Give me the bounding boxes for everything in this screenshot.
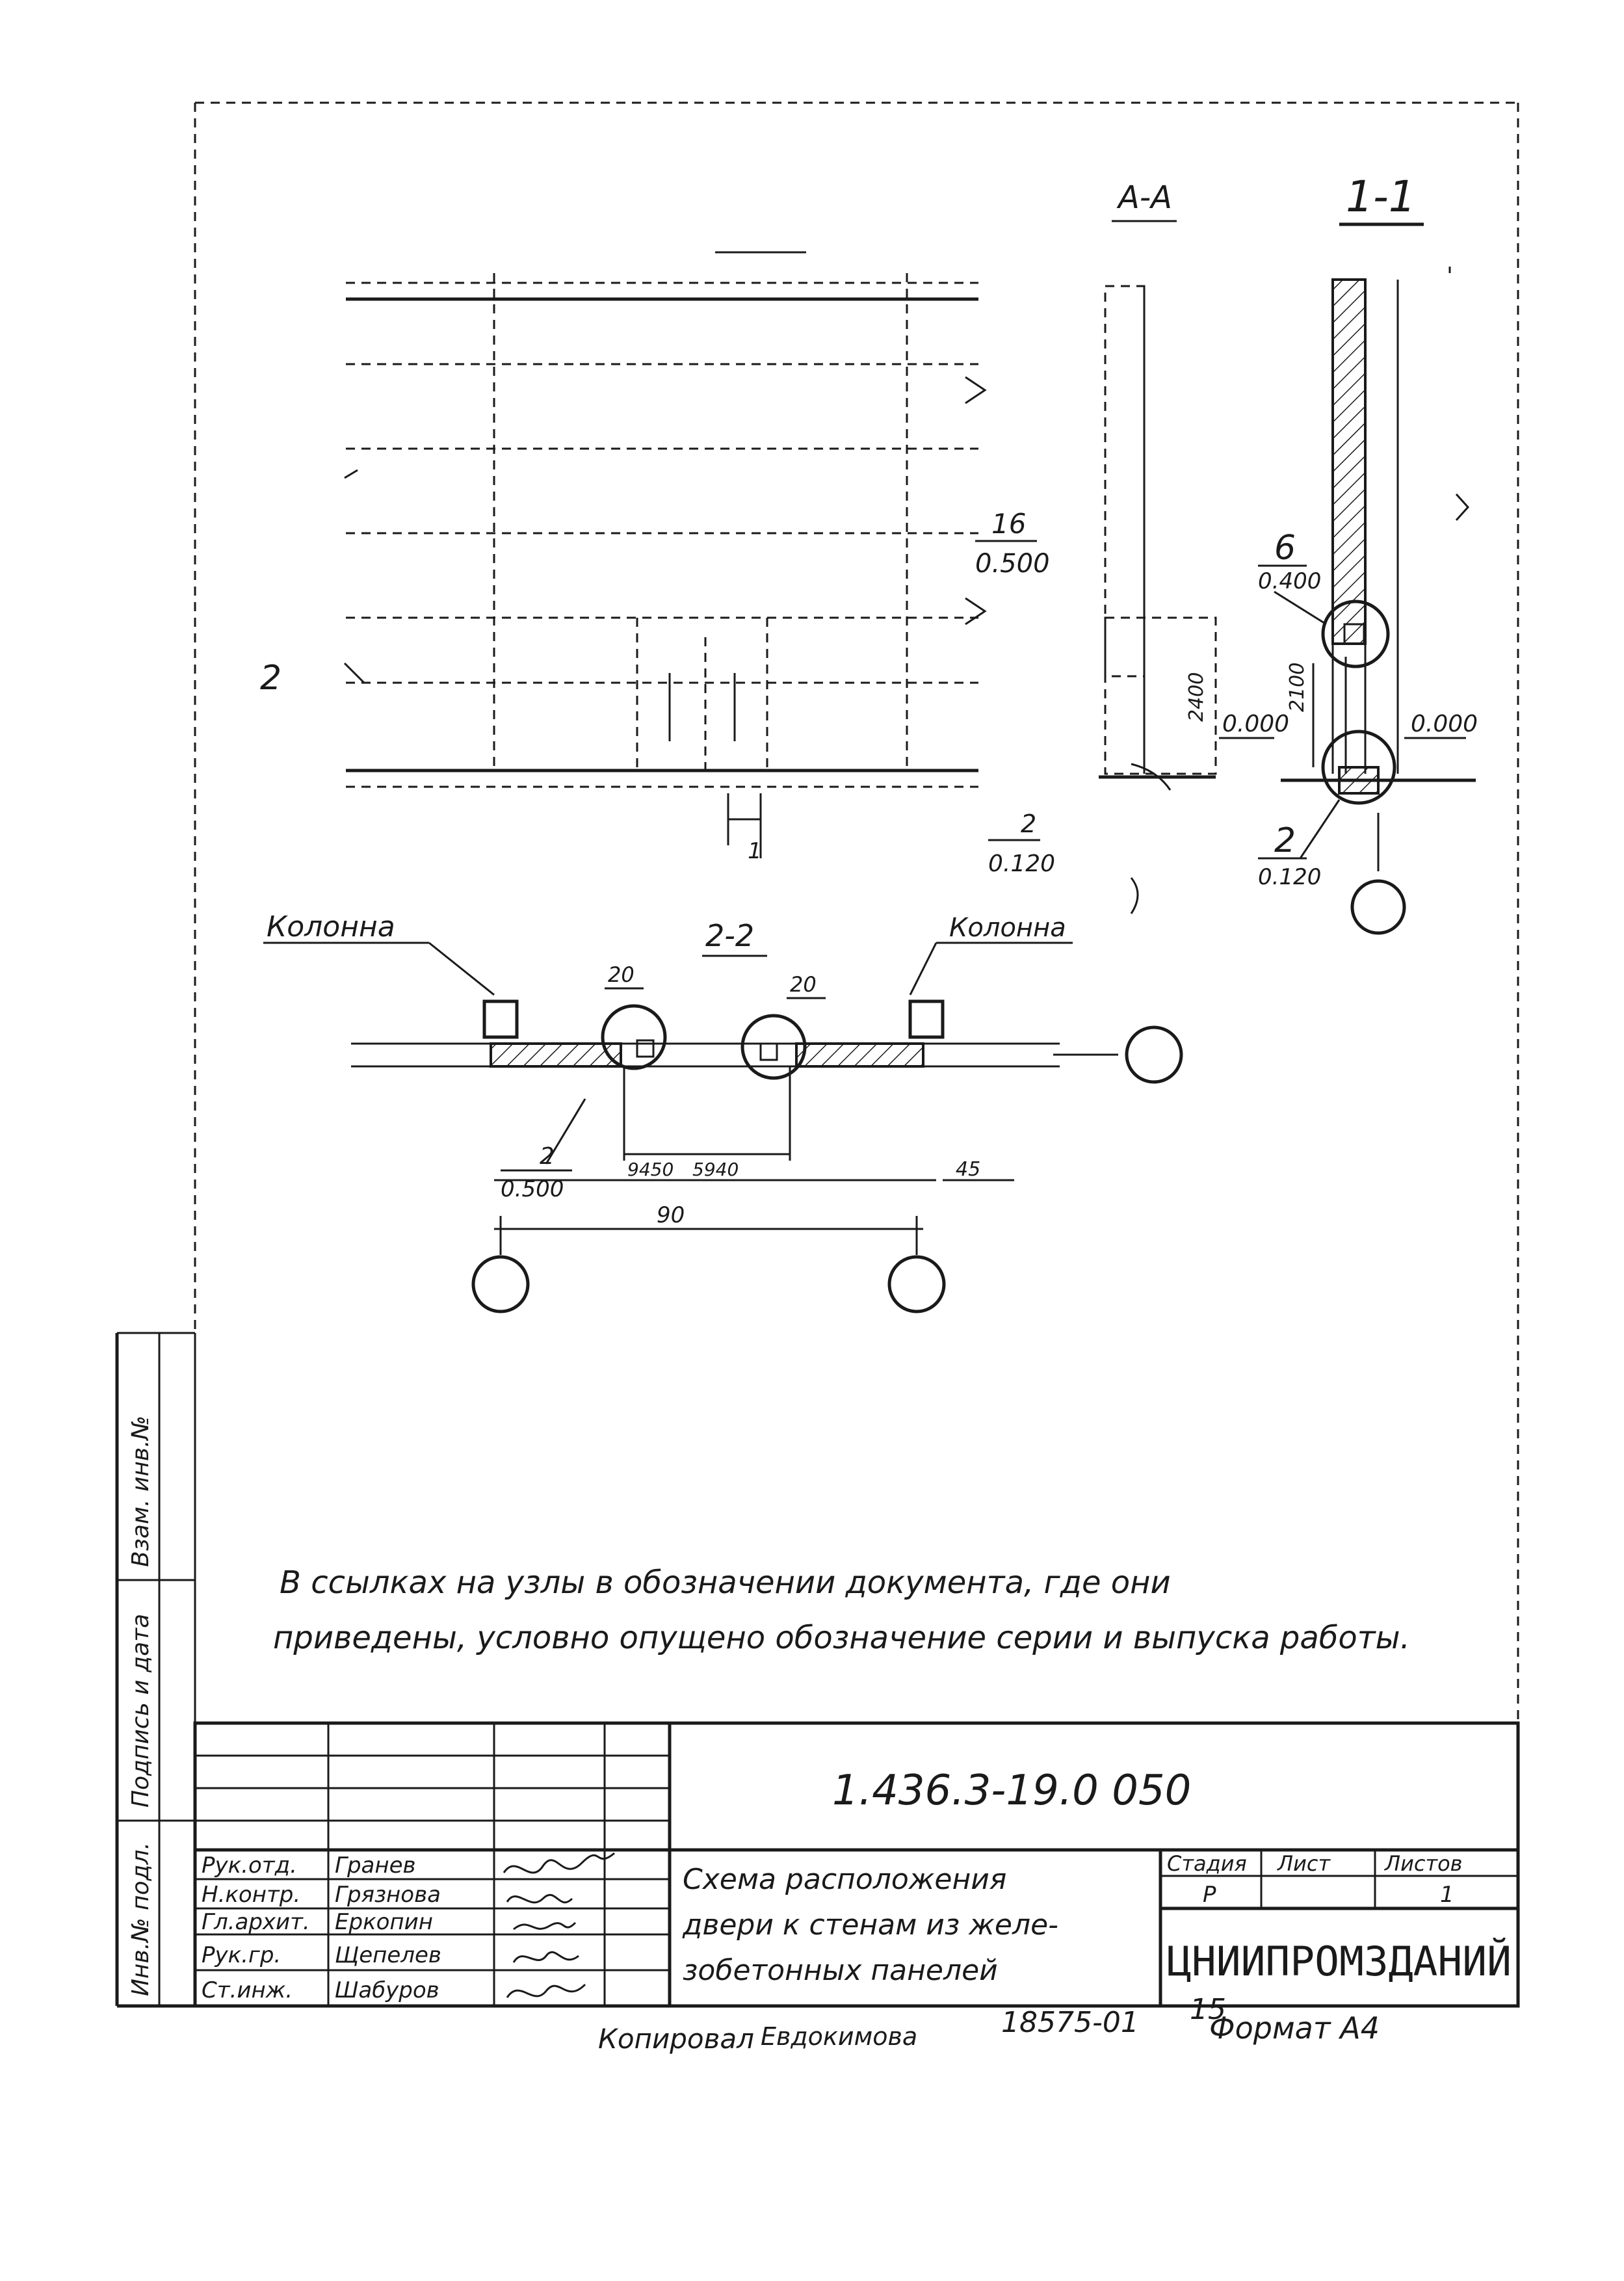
- view-a-a: А-А 2400 0.000: [1099, 179, 1289, 791]
- footer-page: 15: [1190, 1993, 1226, 2026]
- dim-2400: 2400: [1185, 672, 1208, 722]
- dim-20-left: 20: [608, 962, 635, 987]
- elevation-view: 1 2 16 0.500 2 0.120: [260, 251, 1139, 914]
- footer-number: 18575-01: [1001, 2006, 1139, 2039]
- section-1-1: 1-1 6 0.400 2100 0.000 2 0.120: [1258, 172, 1478, 935]
- signer-name-5: Шабуров: [335, 1977, 439, 2003]
- stage-value: Р: [1203, 1882, 1216, 1908]
- column-right-label: Колонна: [949, 913, 1066, 943]
- side-stamp-sign-date: Подпись и дата: [127, 1614, 154, 1808]
- document-code: 1.436.3-19.0 050: [832, 1767, 1191, 1815]
- signer-role-2: Н.контр.: [202, 1882, 300, 1908]
- dim-5940: 5940: [692, 1159, 739, 1180]
- title-block: 1.436.3-19.0 050 Схема расположения двер…: [193, 1721, 1520, 2008]
- sheet-footer: Копировал Евдокимова 18575-01 15 Формат …: [598, 1993, 1380, 2055]
- signer-name-2: Грязнова: [335, 1882, 441, 1908]
- cut-mark-label: 1: [748, 838, 762, 864]
- drawing-title-line-2: двери к стенам из желе-: [682, 1908, 1058, 1942]
- signer-role-3: Гл.архит.: [202, 1909, 310, 1935]
- signer-name-1: Гранев: [335, 1852, 416, 1879]
- header-sheets: Листов: [1384, 1851, 1463, 1876]
- sheets-value: 1: [1440, 1882, 1454, 1908]
- callout-2-right-doc: 0.120: [1258, 864, 1321, 890]
- signer-name-4: Щепелев: [335, 1942, 441, 1968]
- column-left-label: Колонна: [267, 910, 395, 943]
- callout-16-num: 16: [991, 508, 1026, 540]
- view-a-a-title: А-А: [1116, 179, 1172, 216]
- signature-scribbles: [503, 1852, 615, 1998]
- side-stamp-inv-podl: Инв.№ подл.: [127, 1842, 154, 1996]
- level-right: 0.000: [1411, 711, 1478, 737]
- section-1-1-title: 1-1: [1346, 172, 1416, 222]
- footer-format: Формат А4: [1209, 2011, 1380, 2046]
- signer-role-4: Рук.гр.: [202, 1942, 281, 1968]
- drawing-title-line-3: зобетонных панелей: [683, 1954, 998, 1987]
- header-sheet: Лист: [1277, 1851, 1331, 1876]
- footer-copier: Евдокимова: [761, 2022, 917, 2051]
- side-stamp: Взам. инв.№ Подпись и дата Инв.№ подл.: [117, 1333, 196, 2006]
- level-left: 0.000: [1222, 711, 1289, 737]
- callout-plan-num: 2: [540, 1143, 555, 1170]
- signer-role-5: Ст.инж.: [202, 1977, 293, 2003]
- callout-6-num: 6: [1274, 529, 1296, 568]
- footer-copied: Копировал: [598, 2023, 754, 2055]
- plan-cut-label: 2: [260, 659, 282, 698]
- drawing-title-line-1: Схема расположения: [683, 1863, 1006, 1896]
- organization-name: ЦНИИПРОМЗДАНИЙ: [1167, 1938, 1512, 1985]
- plan-view: 2-2 Колонна Колонна 20 20 2 0.500 9450 5…: [263, 910, 1183, 1313]
- header-stage: Стадия: [1167, 1851, 1247, 1876]
- dim-2100: 2100: [1286, 663, 1309, 712]
- callout-2-num: 2: [1021, 810, 1036, 838]
- signer-name-3: Еркопин: [335, 1909, 433, 1935]
- note-line-2: приведены, условно опущено обозначение с…: [273, 1620, 1410, 1656]
- callout-2-right-num: 2: [1274, 821, 1296, 860]
- general-note: В ссылках на узлы в обозначении документ…: [273, 1564, 1410, 1656]
- dim-45: 45: [956, 1158, 980, 1181]
- signer-role-1: Рук.отд.: [202, 1852, 297, 1879]
- dim-20-right: 20: [790, 972, 817, 997]
- callout-6-doc: 0.400: [1258, 568, 1321, 594]
- dim-9450: 9450: [627, 1159, 674, 1180]
- note-line-1: В ссылках на узлы в обозначении документ…: [280, 1564, 1171, 1601]
- callout-16-doc: 0.500: [975, 549, 1050, 579]
- plan-title: 2-2: [705, 918, 754, 953]
- callout-2-doc: 0.120: [988, 850, 1055, 877]
- dim-90: 90: [657, 1202, 685, 1228]
- side-stamp-vzam-inv: Взам. инв.№: [127, 1416, 154, 1567]
